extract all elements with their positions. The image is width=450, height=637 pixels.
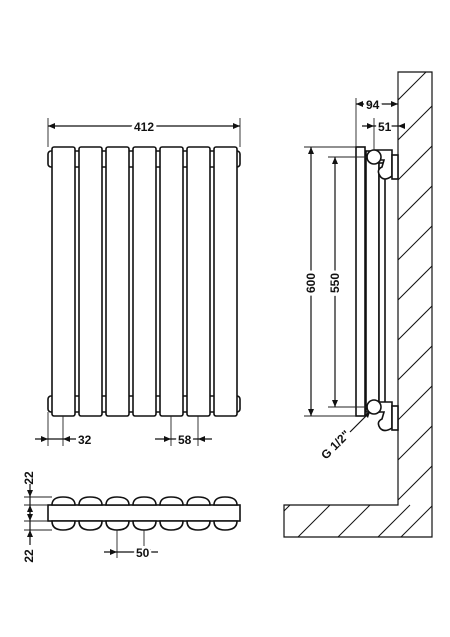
wall-section xyxy=(283,71,433,538)
plan-column-pitch-label: 50 xyxy=(136,546,150,560)
plan-top-depth-dimension: 22 xyxy=(22,471,52,518)
plan-top-profiles xyxy=(51,496,238,506)
height-dimension: 600 xyxy=(301,146,356,417)
side-view: 94 51 600 550 xyxy=(283,71,433,538)
side-front-panel xyxy=(355,146,366,417)
connection-label: G 1/2" xyxy=(318,427,353,462)
connection-callout: G 1/2" xyxy=(318,411,371,462)
plan-column-profile xyxy=(51,520,76,531)
plan-column-profile xyxy=(132,520,157,531)
plan-column-profile xyxy=(78,520,103,531)
plan-bottom-profiles xyxy=(51,520,238,531)
front-column xyxy=(213,146,238,417)
side-radiator-body xyxy=(355,146,386,417)
plan-column-pitch-dimension: 50 xyxy=(104,530,158,563)
plan-column-profile xyxy=(186,520,211,531)
top-pipe-connection xyxy=(366,149,382,165)
width-dimension: 412 xyxy=(47,117,241,147)
bottom-pipe-connection xyxy=(366,399,382,415)
front-column xyxy=(51,146,76,417)
pipe-centres-dimension: 550 xyxy=(325,156,368,408)
plan-column-profile xyxy=(159,496,184,506)
width-label: 412 xyxy=(134,120,154,134)
plan-column-profile xyxy=(78,496,103,506)
margin-label: 32 xyxy=(78,433,92,447)
front-column xyxy=(78,146,103,417)
depth-dimension: 94 xyxy=(355,72,399,147)
wall-clearance-dimension: 51 xyxy=(362,118,405,150)
plan-spine xyxy=(47,504,241,522)
front-column xyxy=(186,146,211,417)
side-rear-spine xyxy=(378,162,386,406)
plan-column-profile xyxy=(132,496,157,506)
front-column xyxy=(132,146,157,417)
height-label: 600 xyxy=(304,273,318,293)
bottom-bracket-plate xyxy=(391,405,399,431)
plan-column-profile xyxy=(105,496,130,506)
column-pitch-dimension: 58 xyxy=(155,416,212,450)
depth-label: 94 xyxy=(366,98,380,112)
plan-column-profile xyxy=(213,496,238,506)
plan-top-depth-label: 22 xyxy=(22,471,36,485)
wall-clearance-label: 51 xyxy=(378,120,392,134)
plan-column-profile xyxy=(105,520,130,531)
top-bracket-plate xyxy=(391,154,399,180)
plan-bottom-depth-dimension: 22 xyxy=(22,510,52,563)
pipe-centres-label: 550 xyxy=(328,273,342,293)
wall-outline xyxy=(283,71,433,538)
front-column xyxy=(159,146,184,417)
side-rear-header xyxy=(365,150,380,413)
plan-column-profile xyxy=(51,496,76,506)
front-column xyxy=(105,146,130,417)
plan-column-profile xyxy=(186,496,211,506)
front-columns xyxy=(51,146,238,417)
wall-hatching xyxy=(284,72,432,537)
plan-column-profile xyxy=(213,520,238,531)
wall-brackets xyxy=(366,149,399,432)
plan-bottom-depth-label: 22 xyxy=(22,549,36,563)
front-view: 412 32 58 xyxy=(35,117,241,450)
margin-dimension: 32 xyxy=(35,412,92,447)
column-pitch-label: 58 xyxy=(178,433,192,447)
plan-view: 22 22 50 xyxy=(22,471,241,563)
plan-column-profile xyxy=(159,520,184,531)
